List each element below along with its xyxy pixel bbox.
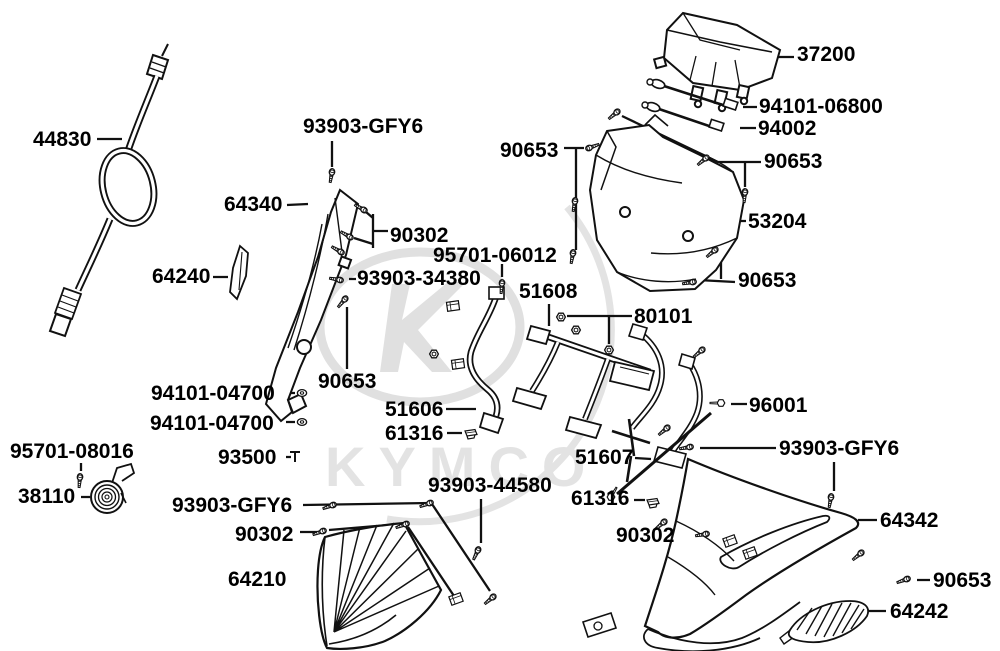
part-label-64242: 64242 [890, 600, 949, 623]
grille-64242-drawing [779, 600, 869, 645]
part-label-90653-mid-left: 90653 [318, 370, 377, 393]
stay-link-rod-drawing [616, 411, 712, 496]
part-label-95701-08016: 95701-08016 [10, 440, 134, 463]
part-label-80101: 80101 [634, 305, 693, 328]
part-label-61316-left: 61316 [385, 422, 444, 445]
nut-icon [603, 345, 615, 355]
screw-icon [656, 423, 672, 438]
washer-icon [296, 417, 308, 427]
part-label-51607: 51607 [575, 446, 634, 469]
screw-icon [567, 248, 577, 265]
nut-icon [555, 312, 567, 322]
part-label-94002: 94002 [758, 117, 817, 140]
part-label-90302-upper: 90302 [390, 224, 449, 247]
watermark-k-logo-icon [380, 282, 466, 372]
leader-lines [79, 55, 930, 613]
part-label-64340: 64340 [224, 193, 283, 216]
part-label-94101-06800: 94101-06800 [759, 95, 883, 118]
part-label-93903-44580: 93903-44580 [428, 474, 552, 497]
part-label-90653-bottom-right: 90653 [933, 569, 992, 592]
screw-icon [678, 443, 695, 453]
part-label-93500: 93500 [218, 446, 277, 469]
clip-icon [646, 497, 660, 509]
bolt-icon [709, 399, 726, 407]
clip-square-icon [445, 300, 461, 312]
kymco-watermark: KYMCO [315, 204, 615, 526]
horn-drawing [90, 462, 136, 514]
part-label-37200: 37200 [797, 43, 856, 66]
stay-bracket-drawings [466, 286, 712, 496]
screw-icon [335, 294, 350, 310]
windscreen-64210-drawing [316, 521, 443, 650]
part-label-51606: 51606 [385, 398, 444, 421]
part-label-93903-GFY6-right: 93903-GFY6 [779, 437, 900, 460]
part-label-51608: 51608 [519, 280, 578, 303]
garnish-64240-drawing [229, 244, 249, 301]
part-label-53204: 53204 [748, 210, 807, 233]
fastener-glyphs [75, 107, 912, 607]
part-label-90302-bottom-left: 90302 [235, 523, 294, 546]
clip-square-icon [450, 358, 466, 370]
part-label-93903-GFY6-left: 93903-GFY6 [172, 494, 293, 517]
screw-icon [825, 492, 835, 509]
washer-icon [296, 388, 308, 398]
screw-icon [75, 472, 84, 489]
part-label-44830: 44830 [33, 128, 92, 151]
part-label-94101-04700-b: 94101-04700 [150, 412, 274, 435]
speedometer-cable-drawing [48, 43, 170, 338]
part-label-64210: 64210 [228, 568, 287, 591]
part-label-38110: 38110 [18, 485, 76, 508]
part-label-95701-06012: 95701-06012 [433, 244, 557, 267]
screw-icon [606, 107, 622, 122]
clip-square-icon [448, 592, 464, 606]
screw-icon [482, 592, 498, 607]
pin-93500-icon [290, 451, 300, 462]
watermark-brand-text: KYMCO [325, 435, 598, 498]
speedometer-assembly-drawing [652, 11, 782, 113]
nut-icon [570, 325, 582, 335]
part-label-93903-34380: 93903-34380 [357, 267, 481, 290]
part-label-90653-top-right: 90653 [764, 150, 823, 173]
screw-icon [470, 545, 483, 562]
screw-icon [850, 548, 866, 563]
nut-icon [428, 349, 440, 359]
part-label-94101-04700-a: 94101-04700 [151, 382, 275, 405]
part-label-93903-GFY6-top: 93903-GFY6 [303, 115, 424, 138]
part-label-90653-top-left: 90653 [500, 139, 559, 162]
part-label-61316-right: 61316 [571, 487, 630, 510]
part-label-64240: 64240 [152, 265, 211, 288]
screw-icon [895, 574, 912, 586]
screw-icon [326, 167, 336, 184]
watermark-emblem-oval [315, 247, 525, 407]
bulb-wire-harness-drawing [641, 78, 739, 132]
part-label-64342: 64342 [880, 509, 939, 532]
part-label-90302-bottom-right: 90302 [616, 524, 675, 547]
screw-icon [321, 500, 338, 512]
part-label-96001: 96001 [749, 394, 808, 417]
screw-icon [691, 345, 707, 360]
part-label-90653-mid-right: 90653 [738, 269, 797, 292]
handlebar-cover-drawing [588, 113, 746, 293]
